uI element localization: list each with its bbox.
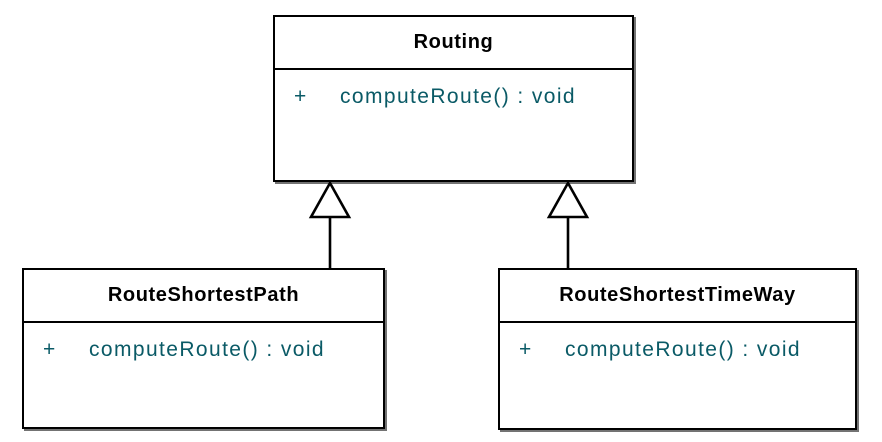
class-box-route-shortest-time-way[interactable]: RouteShortestTimeWay + computeRoute() : … xyxy=(498,268,857,430)
class-box-route-shortest-path[interactable]: RouteShortestPath + computeRoute() : voi… xyxy=(22,268,385,429)
method-visibility: + xyxy=(43,338,57,361)
class-title: RouteShortestTimeWay xyxy=(500,270,855,323)
method-visibility: + xyxy=(294,85,308,108)
method-row: + computeRoute() : void xyxy=(275,85,632,109)
method-signature: computeRoute() : void xyxy=(89,338,325,361)
class-box-routing[interactable]: Routing + computeRoute() : void xyxy=(273,15,634,182)
generalization-connector-left[interactable] xyxy=(308,180,352,270)
method-row: + computeRoute() : void xyxy=(500,338,855,362)
generalization-triangle-icon xyxy=(308,180,352,219)
generalization-connector-right[interactable] xyxy=(546,180,590,270)
generalization-triangle-icon xyxy=(546,180,590,219)
method-signature: computeRoute() : void xyxy=(565,338,801,361)
class-title: Routing xyxy=(275,17,632,70)
class-title: RouteShortestPath xyxy=(24,270,383,323)
method-row: + computeRoute() : void xyxy=(24,338,383,362)
class-members-compartment: + computeRoute() : void xyxy=(275,70,632,109)
method-visibility: + xyxy=(519,338,533,361)
method-signature: computeRoute() : void xyxy=(340,85,576,108)
class-members-compartment: + computeRoute() : void xyxy=(500,323,855,362)
class-members-compartment: + computeRoute() : void xyxy=(24,323,383,362)
